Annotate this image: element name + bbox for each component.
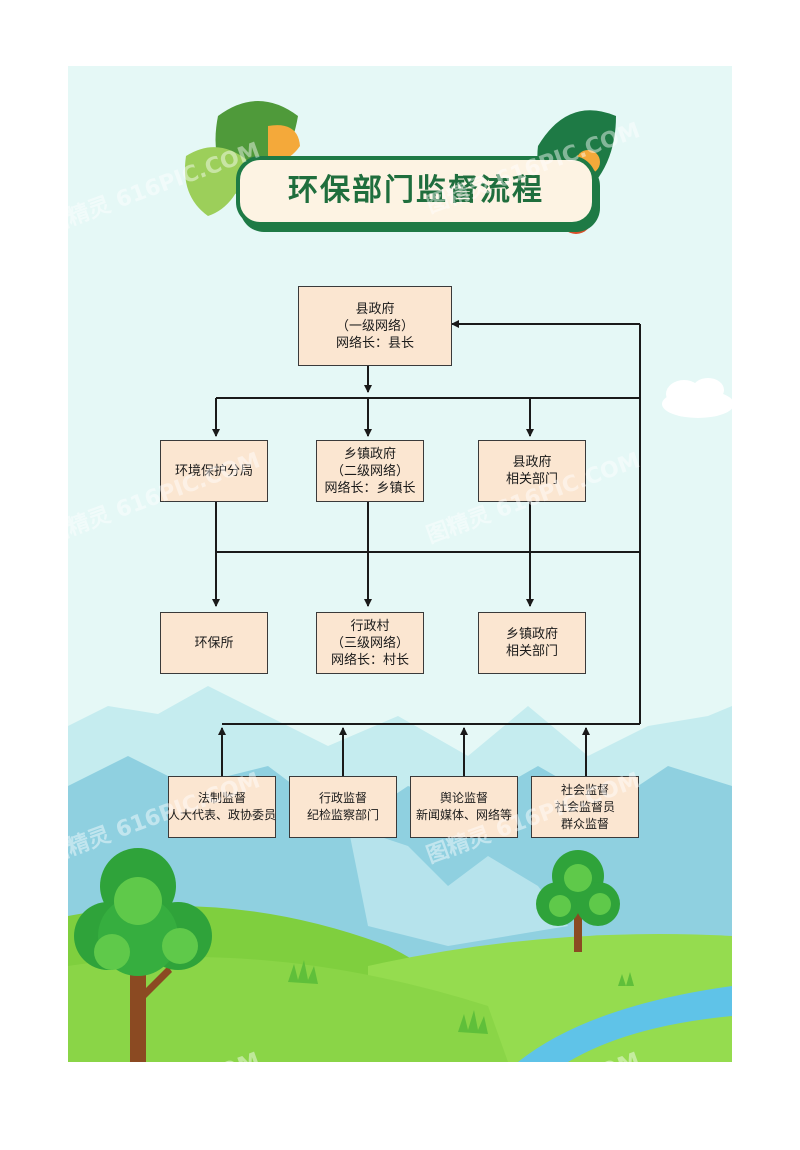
node-town-depts: 乡镇政府 相关部门 bbox=[478, 612, 586, 674]
poster: 环保部门监督流程 bbox=[68, 66, 732, 1062]
node-text: 网络长：乡镇长 bbox=[324, 480, 416, 496]
title-banner: 环保部门监督流程 bbox=[236, 156, 604, 230]
node-text: 乡镇政府 bbox=[343, 446, 396, 462]
node-text: 新闻媒体、网络等 bbox=[415, 808, 512, 822]
node-text: 群众监督 bbox=[560, 816, 609, 831]
node-text: 社会监督员 bbox=[554, 799, 615, 814]
node-text: 相关部门 bbox=[505, 644, 558, 659]
node-text: 纪检监察部门 bbox=[306, 808, 379, 822]
node-text: 行政监督 bbox=[318, 791, 367, 805]
flow-connectors bbox=[212, 320, 641, 776]
grass-tuft-icon bbox=[288, 960, 634, 1034]
node-text: 环境保护分局 bbox=[174, 463, 253, 479]
node-text: 网络长：村长 bbox=[330, 652, 409, 668]
node-text: 相关部门 bbox=[505, 472, 558, 487]
node-text: 人大代表、政协委员 bbox=[168, 808, 277, 822]
hill-mid bbox=[68, 957, 508, 1062]
node-text: 环保所 bbox=[194, 635, 234, 651]
node-text: （三级网络） bbox=[330, 635, 409, 651]
node-text: 法制监督 bbox=[197, 791, 246, 805]
node-env-station: 环保所 bbox=[160, 612, 268, 674]
node-admin-supervision: 行政监督 纪检监察部门 bbox=[289, 776, 397, 838]
node-text: 社会监督 bbox=[560, 782, 609, 797]
node-text: （二级网络） bbox=[330, 463, 409, 479]
node-env-bureau: 环境保护分局 bbox=[160, 440, 268, 502]
node-legal-supervision: 法制监督 人大代表、政协委员 bbox=[168, 776, 276, 838]
node-public-opinion: 舆论监督 新闻媒体、网络等 bbox=[410, 776, 518, 838]
cloud-icon bbox=[662, 378, 732, 418]
mountain-light bbox=[348, 826, 568, 946]
node-text: 网络长：县长 bbox=[335, 335, 414, 351]
tree-right-icon bbox=[536, 850, 620, 952]
node-county-depts: 县政府 相关部门 bbox=[478, 440, 586, 502]
river bbox=[518, 986, 732, 1062]
node-text: 行政村 bbox=[350, 618, 390, 634]
title-pill bbox=[236, 156, 596, 226]
node-text: 县政府 bbox=[355, 301, 395, 317]
page-title: 环保部门监督流程 bbox=[288, 173, 544, 208]
tree-left-icon bbox=[74, 848, 212, 1062]
node-text: 县政府 bbox=[512, 455, 552, 470]
node-town-gov: 乡镇政府 （二级网络） 网络长：乡镇长 bbox=[316, 440, 424, 502]
node-text: （一级网络） bbox=[335, 318, 414, 334]
node-text: 乡镇政府 bbox=[505, 627, 558, 642]
node-social-supervision: 社会监督 社会监督员 群众监督 bbox=[531, 776, 639, 838]
node-text: 舆论监督 bbox=[439, 791, 488, 805]
node-admin-village: 行政村 （三级网络） 网络长：村长 bbox=[316, 612, 424, 674]
node-county-gov: 县政府 （一级网络） 网络长：县长 bbox=[298, 286, 452, 366]
